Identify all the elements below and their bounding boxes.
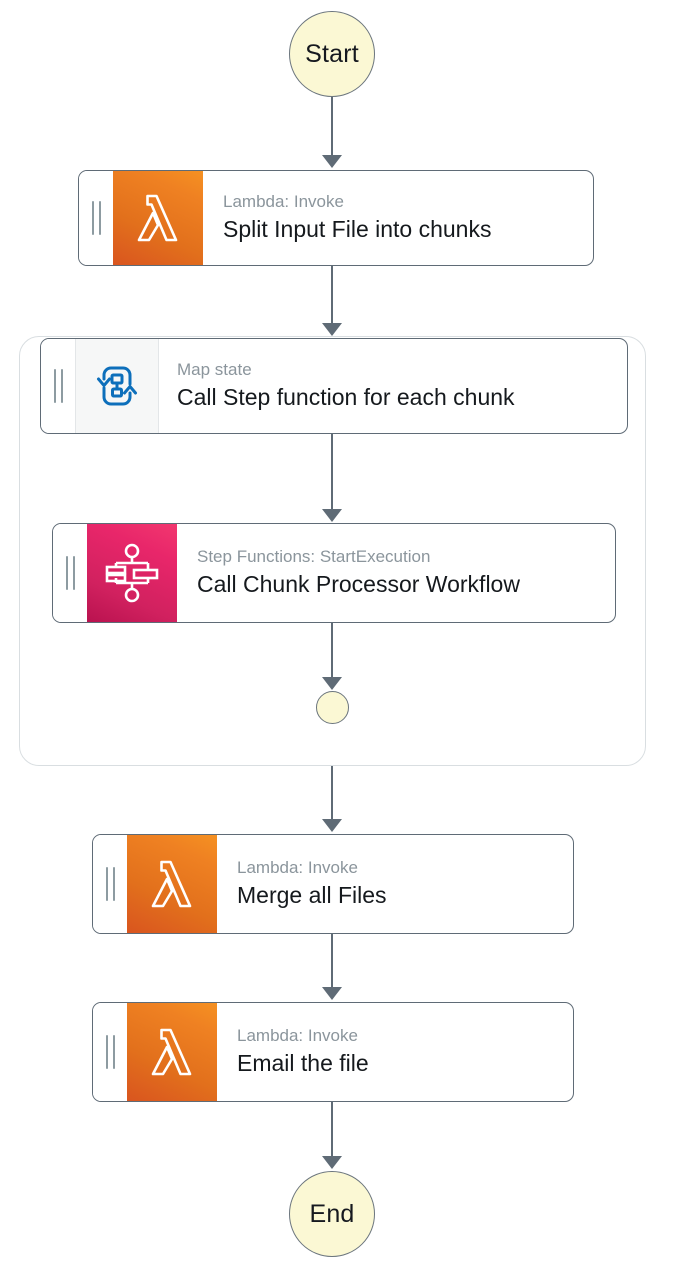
- drag-handle[interactable]: [53, 524, 87, 622]
- state-card-text: Lambda: Invoke Email the file: [217, 1003, 573, 1101]
- state-card-text: Map state Call Step function for each ch…: [159, 339, 627, 433]
- drag-handle-bar: [72, 556, 75, 590]
- map-state-container[interactable]: [19, 336, 646, 766]
- drag-handle-bar: [53, 369, 56, 403]
- arrowhead-map-to-merge: [322, 819, 342, 832]
- drag-handle[interactable]: [79, 171, 113, 265]
- connector-map-to-merge: [331, 766, 333, 820]
- state-card-split-input-file[interactable]: Lambda: Invoke Split Input File into chu…: [78, 170, 594, 266]
- connector-start-to-split: [331, 97, 333, 157]
- drag-handle-bar: [98, 201, 101, 235]
- drag-handle-bar: [112, 867, 115, 901]
- drag-handle[interactable]: [41, 339, 75, 433]
- end-node[interactable]: End: [289, 1171, 375, 1257]
- state-card-text: Lambda: Invoke Split Input File into chu…: [203, 171, 593, 265]
- aws-lambda-icon: [113, 171, 203, 265]
- map-inner-end-node[interactable]: [316, 691, 349, 724]
- drag-handle-bar: [60, 369, 63, 403]
- state-card-map-state[interactable]: Map state Call Step function for each ch…: [40, 338, 628, 434]
- arrowhead-start-to-split: [322, 155, 342, 168]
- state-title: Call Chunk Processor Workflow: [197, 570, 520, 597]
- map-loop-icon: [75, 339, 159, 433]
- state-title: Email the file: [237, 1049, 369, 1076]
- state-card-text: Lambda: Invoke Merge all Files: [217, 835, 573, 933]
- drag-handle-bar: [112, 1035, 115, 1069]
- drag-handle-bar: [105, 1035, 108, 1069]
- arrowhead-chunk-to-inner-end: [322, 677, 342, 690]
- connector-split-to-map: [331, 266, 333, 324]
- aws-step-functions-icon: [87, 524, 177, 622]
- state-card-merge-all-files[interactable]: Lambda: Invoke Merge all Files: [92, 834, 574, 934]
- state-subtitle: Step Functions: StartExecution: [197, 547, 431, 567]
- arrowhead-merge-to-email: [322, 987, 342, 1000]
- state-subtitle: Lambda: Invoke: [223, 192, 344, 212]
- drag-handle-bar: [105, 867, 108, 901]
- state-title: Call Step function for each chunk: [177, 383, 515, 410]
- connector-email-to-end: [331, 1102, 333, 1157]
- drag-handle[interactable]: [93, 1003, 127, 1101]
- connector-map-to-chunk: [331, 434, 333, 510]
- aws-lambda-icon: [127, 835, 217, 933]
- state-subtitle: Lambda: Invoke: [237, 1026, 358, 1046]
- connector-merge-to-email: [331, 934, 333, 988]
- state-subtitle: Map state: [177, 360, 252, 380]
- connector-chunk-to-inner-end: [331, 623, 333, 678]
- arrowhead-map-to-chunk: [322, 509, 342, 522]
- state-card-email-the-file[interactable]: Lambda: Invoke Email the file: [92, 1002, 574, 1102]
- drag-handle[interactable]: [93, 835, 127, 933]
- state-subtitle: Lambda: Invoke: [237, 858, 358, 878]
- state-title: Split Input File into chunks: [223, 215, 492, 242]
- drag-handle-bar: [65, 556, 68, 590]
- state-card-call-chunk-processor[interactable]: Step Functions: StartExecution Call Chun…: [52, 523, 616, 623]
- state-card-text: Step Functions: StartExecution Call Chun…: [177, 524, 615, 622]
- end-node-label: End: [309, 1199, 355, 1228]
- state-title: Merge all Files: [237, 881, 387, 908]
- start-node[interactable]: Start: [289, 11, 375, 97]
- aws-lambda-icon: [127, 1003, 217, 1101]
- drag-handle-bar: [91, 201, 94, 235]
- arrowhead-split-to-map: [322, 323, 342, 336]
- arrowhead-email-to-end: [322, 1156, 342, 1169]
- start-node-label: Start: [305, 39, 359, 68]
